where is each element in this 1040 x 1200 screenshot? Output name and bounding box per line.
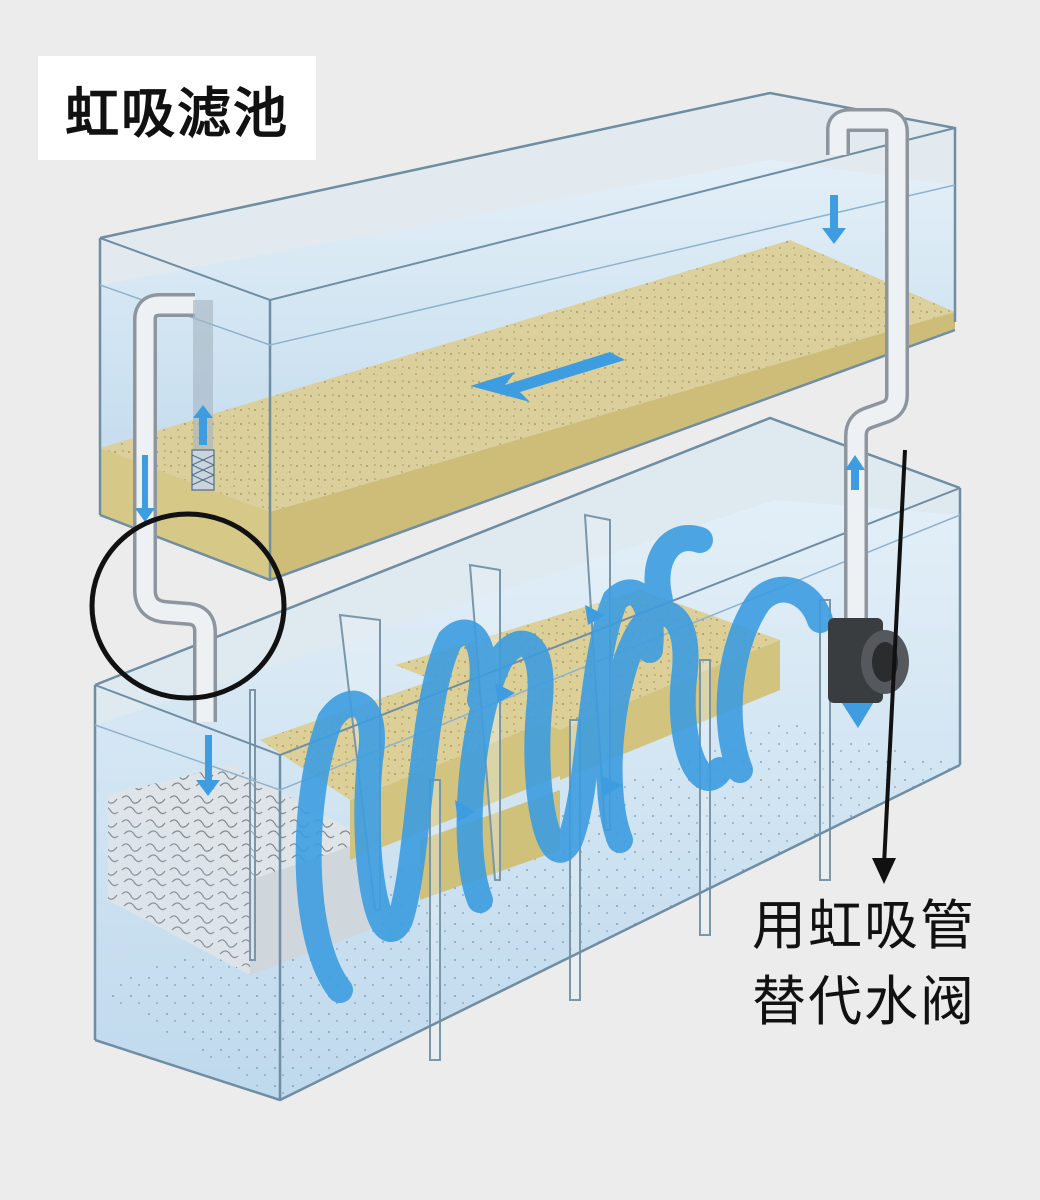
flow-arrow bbox=[295, 525, 833, 1003]
lower-tank bbox=[93, 416, 962, 1102]
flow-arrow bbox=[822, 195, 846, 244]
callout-pointer bbox=[872, 449, 907, 884]
flow-arrow bbox=[470, 352, 625, 402]
upper-sand-bed bbox=[100, 240, 955, 512]
highlight-circle bbox=[89, 511, 287, 701]
title-box: 虹吸滤池 bbox=[38, 56, 316, 160]
page-title: 虹吸滤池 bbox=[65, 81, 289, 145]
upper-tank bbox=[98, 91, 957, 582]
siphon-pipe bbox=[133, 108, 909, 796]
callout-line-1: 用虹吸管 bbox=[752, 894, 976, 957]
siphon-callout: 用虹吸管 替代水阀 bbox=[752, 888, 1022, 1040]
callout-line-2: 替代水阀 bbox=[752, 970, 976, 1033]
